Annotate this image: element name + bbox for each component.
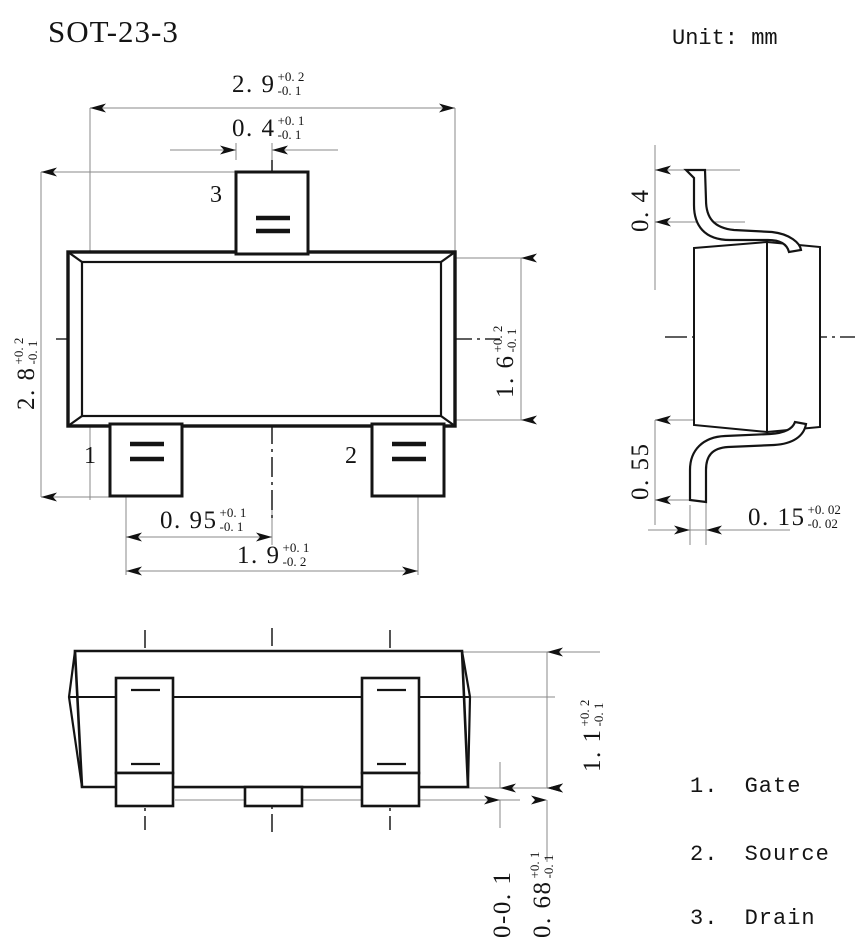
pin-legend-name-3: Drain bbox=[744, 906, 816, 931]
dim-lead-thickness-value: 0. 15 bbox=[748, 503, 806, 531]
dim-lead-width-top-minus: -0. 1 bbox=[277, 127, 302, 143]
dim-lead-width-top-value: 0. 4 bbox=[232, 114, 276, 142]
dim-pitch-full: 1. 9 +0. 1 -0. 2 bbox=[237, 540, 310, 570]
pin-number-3: 3 bbox=[210, 182, 223, 208]
dim-body-depth-minus: -0. 1 bbox=[25, 340, 41, 365]
dim-body-width: 2. 9 +0. 2 -0. 1 bbox=[232, 69, 305, 99]
dim-standoff-value: 0-0. 1 bbox=[489, 870, 516, 938]
pin-number-1: 1 bbox=[84, 443, 97, 469]
dim-pitch-half: 0. 95 +0. 1 -0. 1 bbox=[160, 505, 247, 535]
dim-standoff: 0-0. 1 bbox=[489, 870, 516, 938]
dim-pitch-full-value: 1. 9 bbox=[237, 541, 281, 569]
pin-legend-item-1: 1. Gate bbox=[690, 774, 801, 799]
dim-lead-bend-upper: 0. 4 bbox=[627, 188, 654, 233]
dim-lead-width-top: 0. 4 +0. 1 -0. 1 bbox=[232, 113, 305, 143]
dim-body-depth-plus: +0. 2 bbox=[11, 337, 26, 365]
side-view-body bbox=[693, 240, 821, 434]
pin-legend-name-2: Source bbox=[744, 842, 830, 867]
pin-legend-index-3: 3. bbox=[690, 906, 719, 931]
front-view-lead-right bbox=[360, 676, 421, 808]
side-view-lead-upper bbox=[683, 168, 803, 254]
pin-legend-item-2: 2. Source bbox=[690, 842, 830, 867]
dim-lead-thickness: 0. 15 +0. 02 -0. 02 bbox=[748, 502, 841, 532]
dim-pitch-half-value: 0. 95 bbox=[160, 506, 218, 534]
side-view-lead-lower bbox=[688, 420, 808, 504]
pin-legend-index-1: 1. bbox=[690, 774, 719, 799]
front-view-lead-left bbox=[114, 676, 175, 808]
dim-body-thickness-minus: -0. 1 bbox=[591, 702, 607, 727]
dim-seating-height: 0. 68 +0. 1 -0. 1 bbox=[527, 851, 557, 939]
dim-lead-thickness-minus: -0. 02 bbox=[807, 516, 838, 532]
dim-pitch-half-minus: -0. 1 bbox=[219, 519, 244, 535]
dim-body-depth-value: 2. 8 bbox=[12, 366, 40, 411]
dim-line-lead-width bbox=[170, 143, 338, 160]
dim-body-height-top-plus: +0. 2 bbox=[490, 325, 505, 353]
dim-body-width-value: 2. 9 bbox=[232, 70, 276, 98]
dim-body-depth: 2. 8 +0. 2 -0. 1 bbox=[11, 337, 41, 411]
dim-body-height-top-value: 1. 6 bbox=[491, 354, 519, 399]
dim-seating-height-plus: +0. 1 bbox=[527, 851, 542, 879]
dim-body-width-plus: +0. 2 bbox=[277, 69, 305, 84]
dim-body-height-top: 1. 6 +0. 2 -0. 1 bbox=[490, 325, 520, 399]
dim-lead-width-top-plus: +0. 1 bbox=[277, 113, 305, 128]
dim-seating-height-value: 0. 68 bbox=[528, 880, 556, 939]
top-view bbox=[40, 103, 537, 576]
pin-legend-name-1: Gate bbox=[744, 774, 802, 799]
unit-label: Unit: mm bbox=[672, 26, 778, 51]
dim-pitch-half-plus: +0. 1 bbox=[219, 505, 247, 520]
dim-lead-bend-upper-value: 0. 4 bbox=[627, 188, 654, 233]
dim-lead-thickness-plus: +0. 02 bbox=[807, 502, 841, 517]
dim-pitch-full-plus: +0. 1 bbox=[282, 540, 310, 555]
front-view-center-tab bbox=[243, 785, 304, 808]
dim-body-height-top-minus: -0. 1 bbox=[504, 328, 520, 353]
dim-seating-height-minus: -0. 1 bbox=[541, 854, 557, 879]
page-title: SOT-23-3 bbox=[48, 14, 179, 49]
pin-number-2: 2 bbox=[345, 443, 358, 469]
top-view-body bbox=[66, 250, 457, 428]
front-view bbox=[67, 628, 600, 862]
side-view bbox=[648, 145, 855, 545]
top-view-pin-3 bbox=[234, 170, 310, 256]
dim-body-thickness: 1. 1 +0. 2 -0. 1 bbox=[577, 699, 607, 773]
dim-body-width-minus: -0. 1 bbox=[277, 83, 302, 99]
dim-body-thickness-value: 1. 1 bbox=[578, 728, 606, 773]
dim-pitch-full-minus: -0. 2 bbox=[282, 554, 307, 570]
dim-lead-bend-lower: 0. 55 bbox=[627, 442, 654, 501]
dim-lead-bend-lower-value: 0. 55 bbox=[627, 442, 654, 501]
top-view-pin-1 bbox=[108, 422, 184, 498]
top-view-pin-2 bbox=[370, 422, 446, 498]
pin-legend-item-3: 3. Drain bbox=[690, 906, 816, 931]
pin-legend-index-2: 2. bbox=[690, 842, 719, 867]
dim-body-thickness-plus: +0. 2 bbox=[577, 699, 592, 727]
